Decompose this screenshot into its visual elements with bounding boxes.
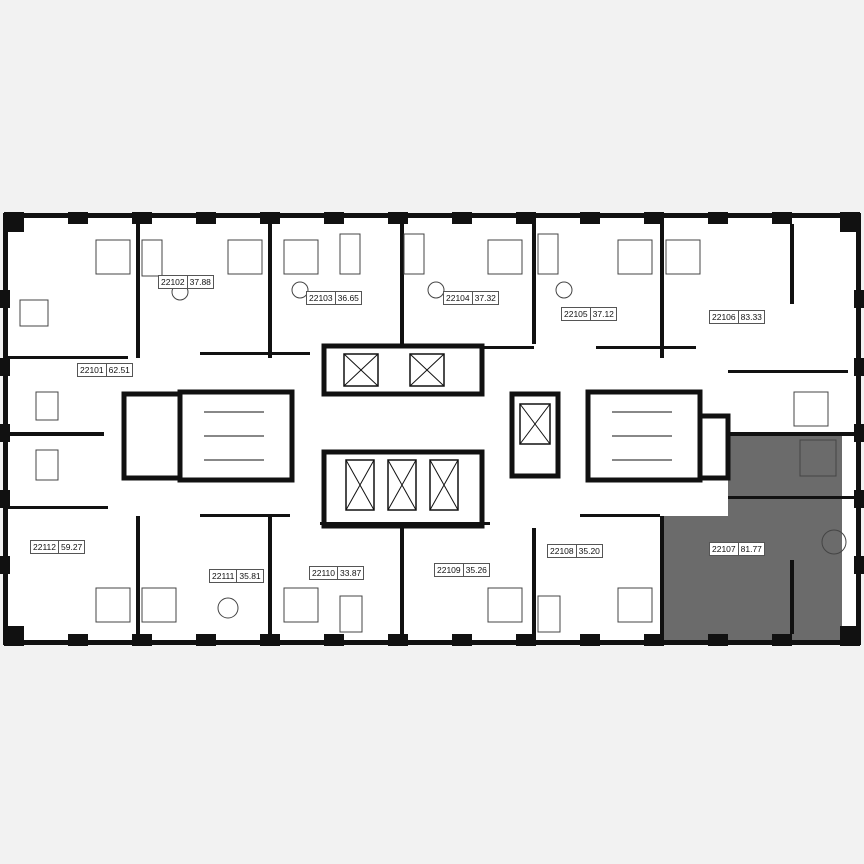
unit-number: 22104 bbox=[444, 292, 473, 304]
unit-number: 22106 bbox=[710, 311, 739, 323]
unit-label-22106[interactable]: 22106 83.33 bbox=[709, 310, 765, 324]
unit-area: 33.87 bbox=[340, 568, 362, 578]
unit-number: 22105 bbox=[562, 308, 591, 320]
unit-number: 22112 bbox=[31, 541, 60, 553]
unit-label-22109[interactable]: 22109 35.26 bbox=[434, 563, 490, 577]
unit-label-22110[interactable]: 22110 33.87 bbox=[309, 566, 365, 580]
unit-area: 35.20 bbox=[578, 546, 600, 556]
stairwells bbox=[121, 389, 731, 483]
unit-area: 59.27 bbox=[61, 542, 83, 552]
unit-area: 62.51 bbox=[108, 365, 130, 375]
unit-area: 35.81 bbox=[239, 571, 261, 581]
unit-number: 22103 bbox=[307, 292, 336, 304]
unit-area: 35.26 bbox=[465, 565, 487, 575]
unit-22107-highlight[interactable] bbox=[664, 436, 842, 644]
unit-label-22101[interactable]: 22101 62.51 bbox=[77, 363, 133, 377]
unit-area: 37.88 bbox=[189, 277, 211, 287]
unit-number: 22110 bbox=[310, 567, 339, 579]
facade-columns bbox=[0, 212, 864, 646]
unit-area: 36.65 bbox=[337, 293, 359, 303]
unit-area: 37.12 bbox=[592, 309, 614, 319]
unit-label-22107[interactable]: 22107 81.77 bbox=[709, 542, 765, 556]
unit-area: 37.32 bbox=[474, 293, 496, 303]
unit-area: 81.77 bbox=[740, 544, 762, 554]
unit-label-22105[interactable]: 22105 37.12 bbox=[561, 307, 617, 321]
unit-number: 22102 bbox=[159, 276, 188, 288]
unit-label-22104[interactable]: 22104 37.32 bbox=[443, 291, 499, 305]
unit-label-22111[interactable]: 22111 35.81 bbox=[209, 569, 264, 583]
unit-number: 22101 bbox=[78, 364, 107, 376]
elevator-core bbox=[321, 343, 561, 529]
unit-label-22103[interactable]: 22103 36.65 bbox=[306, 291, 362, 305]
unit-number: 22109 bbox=[435, 564, 464, 576]
unit-label-22102[interactable]: 22102 37.88 bbox=[158, 275, 214, 289]
unit-area: 83.33 bbox=[740, 312, 762, 322]
unit-number: 22107 bbox=[710, 543, 739, 555]
furniture bbox=[19, 233, 847, 633]
unit-label-22112[interactable]: 22112 59.27 bbox=[30, 540, 86, 554]
unit-label-22108[interactable]: 22108 35.20 bbox=[547, 544, 603, 558]
unit-number: 22108 bbox=[548, 545, 577, 557]
unit-number: 22111 bbox=[210, 570, 238, 582]
